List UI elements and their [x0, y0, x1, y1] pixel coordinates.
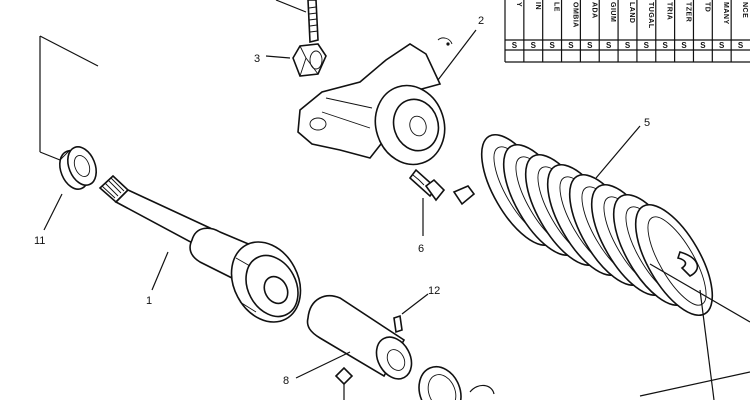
table-cell: S [531, 41, 537, 50]
table-cell: S [719, 41, 725, 50]
callout-6: 6 [418, 243, 424, 255]
table-header: LE [553, 2, 560, 12]
table-header: TUGAL [647, 2, 654, 29]
table-header: NCE [741, 2, 748, 18]
callout-5: 5 [644, 117, 650, 129]
applicability-table: Y IN LE OMBIA ADA GIUM LAND TUGAL TRIA TZER TD MANY… [504, 0, 750, 63]
table-cell: S [549, 41, 555, 50]
table-header: ADA [590, 2, 597, 19]
callout-8: 8 [283, 375, 289, 387]
part-6-bolt [408, 168, 446, 202]
table-cell: S [700, 41, 706, 50]
part-5-spring [452, 133, 714, 317]
table-header: OMBIA [571, 2, 578, 28]
part-8-pin [306, 294, 413, 380]
table-header: TRIA [666, 2, 673, 20]
callout-11: 11 [34, 235, 45, 247]
table-header: MANY [722, 2, 729, 25]
table-cell: S [738, 41, 744, 50]
table-cell: S [663, 41, 669, 50]
table-cell: S [625, 41, 631, 50]
part-11-bushing [59, 146, 97, 190]
table-header: TZER [685, 2, 692, 22]
part-3-nut [292, 43, 327, 77]
callout-2: 2 [478, 15, 484, 27]
table-cell: S [644, 41, 650, 50]
callout-12: 12 [428, 285, 440, 297]
table-header: LAND [628, 2, 635, 23]
table-cell: S [512, 41, 518, 50]
table-cell: S [568, 41, 574, 50]
table-cell: S [587, 41, 593, 50]
spring-coil [634, 203, 714, 317]
table-cell: S [606, 41, 612, 50]
stud [275, 0, 319, 44]
seal-rings [418, 365, 495, 405]
leader-lines [39, 29, 750, 401]
grease-fitting [334, 366, 354, 400]
table-header: Y [515, 2, 522, 7]
part-12-small-pin [393, 314, 403, 334]
part-2-bracket [297, 37, 453, 166]
callout-3: 3 [254, 53, 260, 65]
part-1-shaft [98, 174, 302, 323]
table-header: TD [703, 2, 710, 12]
table-cell: S [681, 41, 687, 50]
table-header: IN [534, 2, 541, 10]
table-header: GIUM [609, 2, 616, 22]
callouts: 1 2 3 5 6 8 11 12 [34, 15, 650, 387]
callout-1: 1 [146, 295, 152, 307]
